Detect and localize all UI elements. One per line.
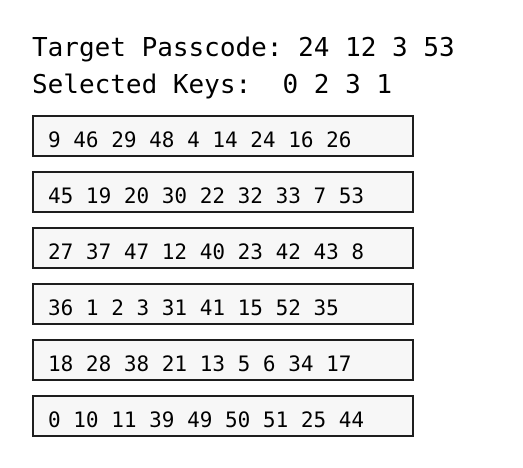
key-row[interactable]: 45 19 20 30 22 32 33 7 53 — [32, 171, 414, 213]
key-row[interactable]: 36 1 2 3 31 41 15 52 35 — [32, 283, 414, 325]
selected-keys-label: Selected Keys: — [32, 70, 252, 100]
key-row[interactable]: 0 10 11 39 49 50 51 25 44 — [32, 395, 414, 437]
key-row[interactable]: 27 37 47 12 40 23 42 43 8 — [32, 227, 414, 269]
target-passcode-label: Target Passcode: — [32, 33, 283, 63]
key-rows-list: 9 46 29 48 4 14 24 16 26 45 19 20 30 22 … — [32, 115, 414, 451]
selected-keys-line: Selected Keys: 0 2 3 1 — [32, 70, 392, 100]
target-passcode-line: Target Passcode: 24 12 3 53 — [32, 33, 455, 63]
key-row[interactable]: 18 28 38 21 13 5 6 34 17 — [32, 339, 414, 381]
target-passcode-value: 24 12 3 53 — [298, 33, 455, 63]
key-row[interactable]: 9 46 29 48 4 14 24 16 26 — [32, 115, 414, 157]
selected-keys-value: 0 2 3 1 — [282, 70, 393, 100]
